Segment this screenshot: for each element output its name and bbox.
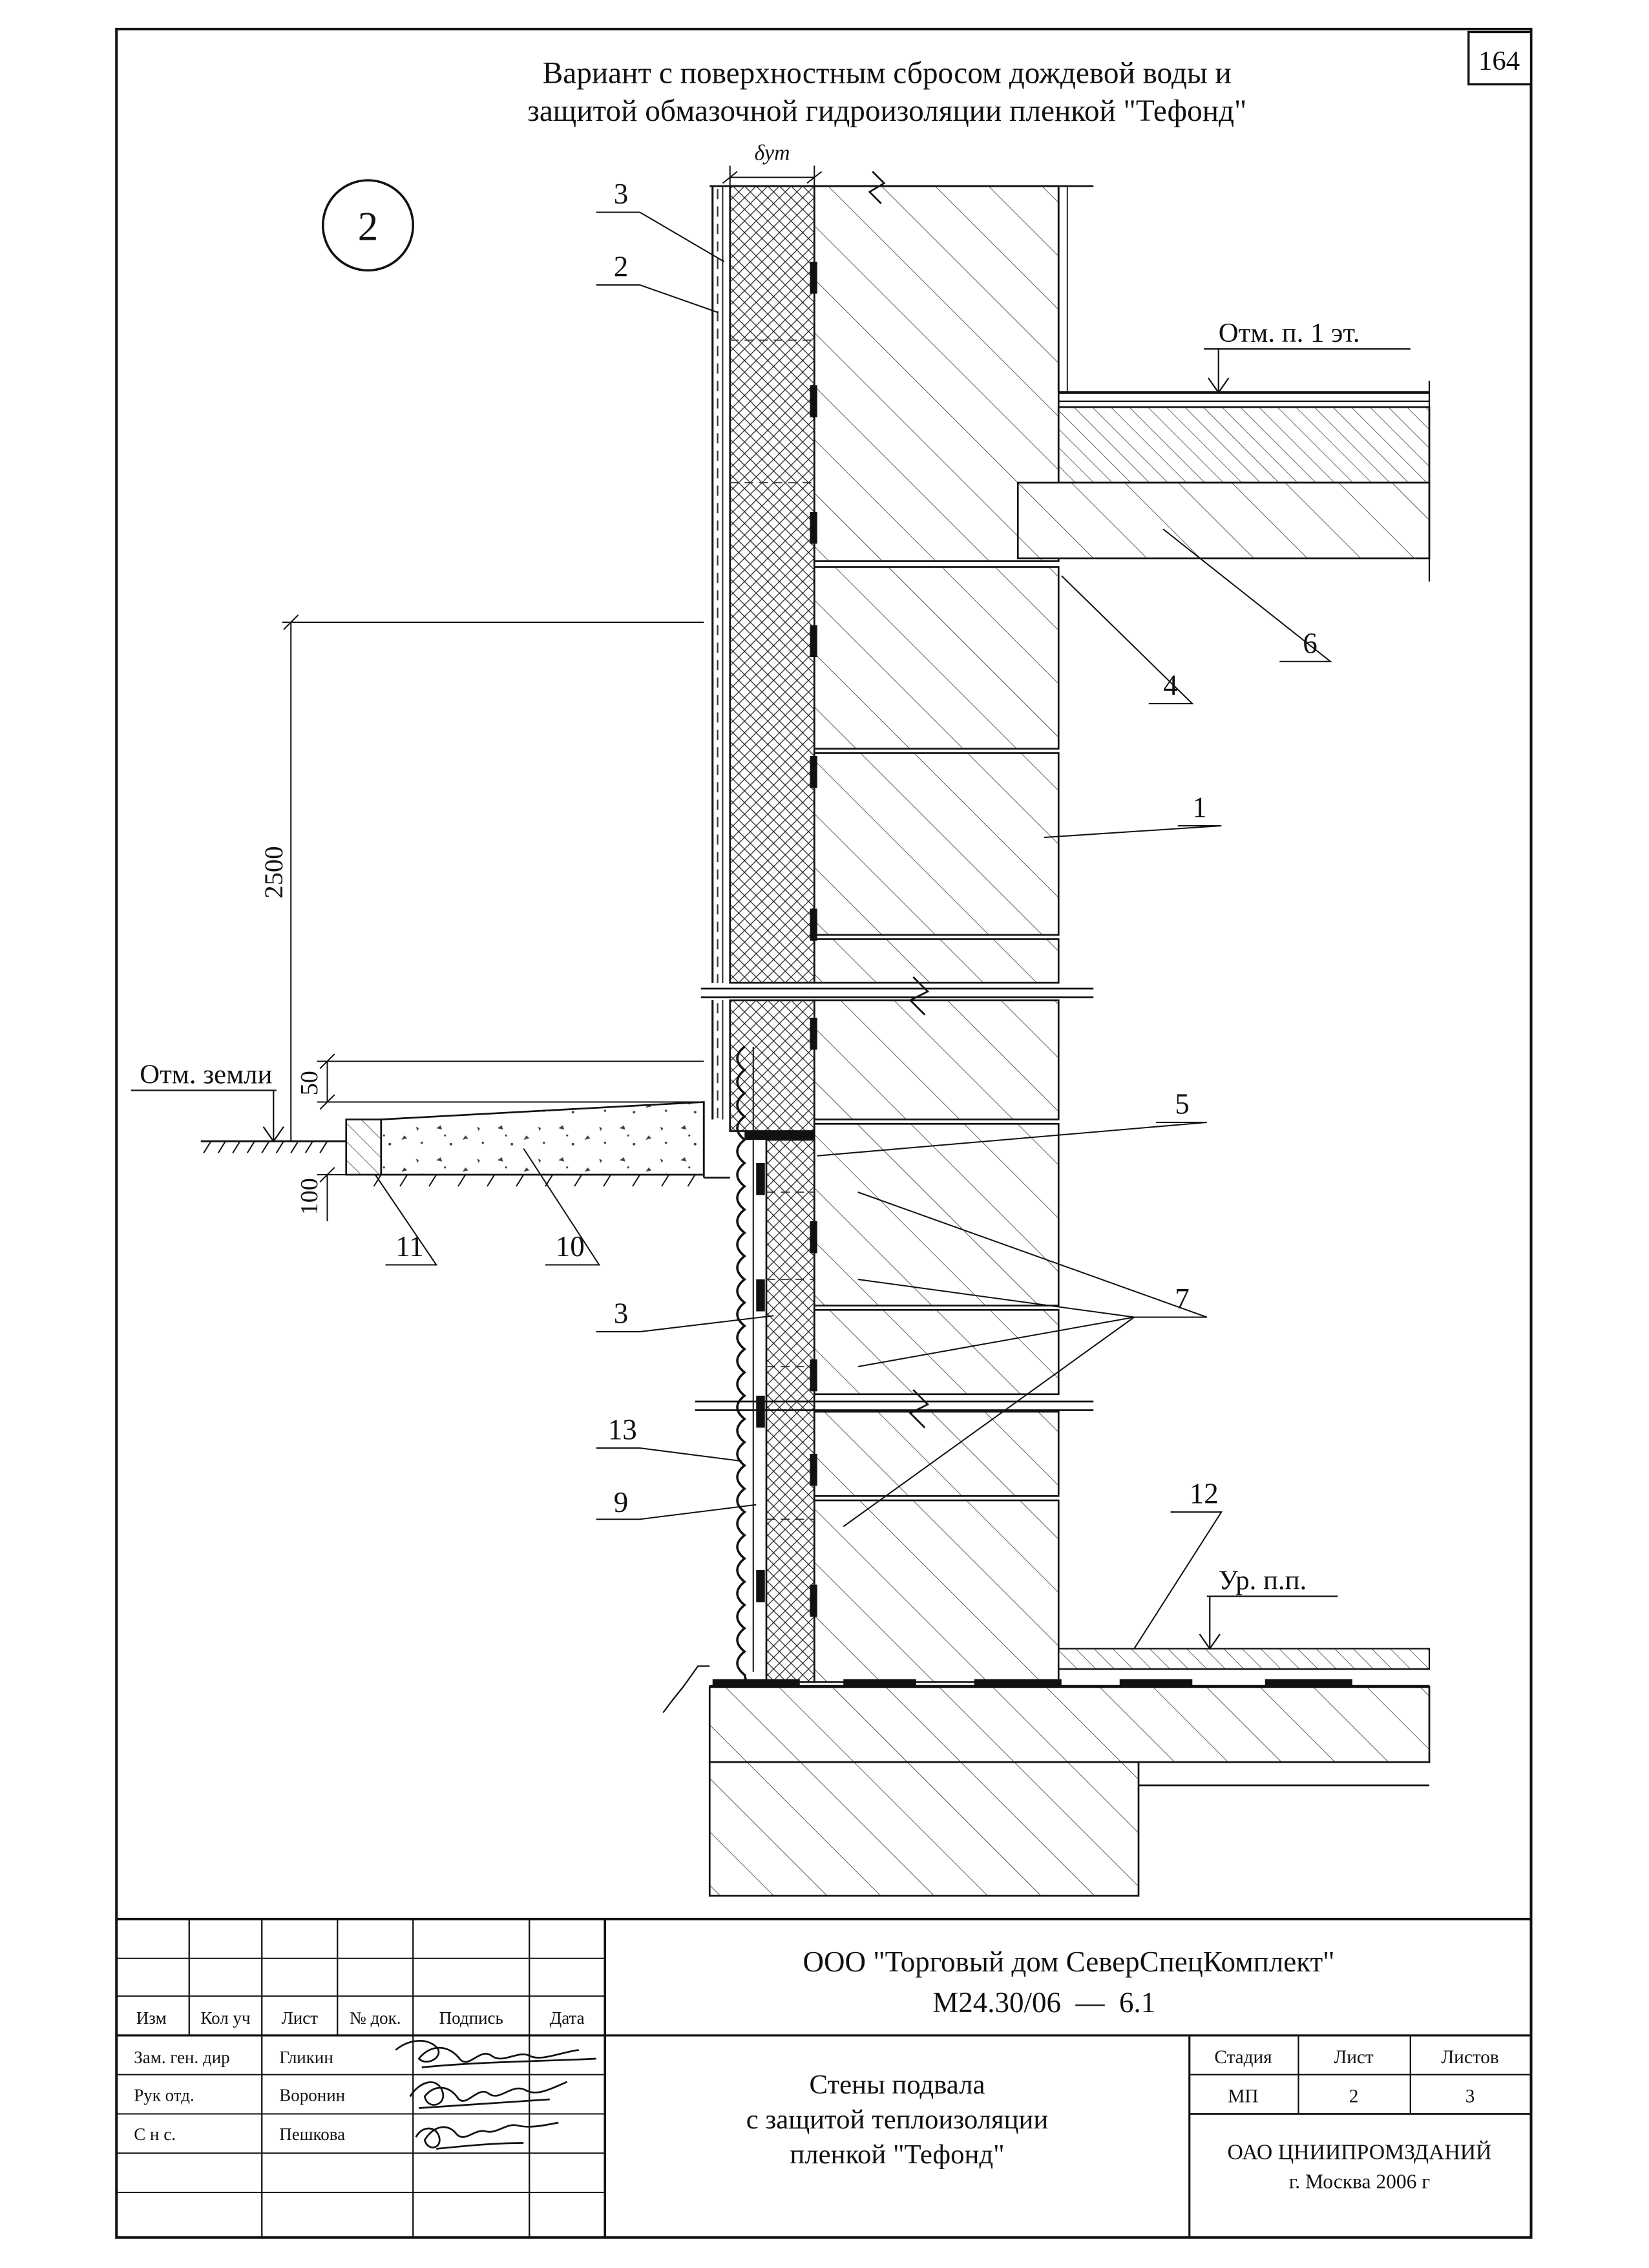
basement-floor-finish xyxy=(1058,1648,1431,1670)
detail-number: 2 xyxy=(358,204,379,249)
header-sign: Подпись xyxy=(439,2008,503,2028)
dimension-symbol: δут xyxy=(754,142,790,165)
floor-level-label: Отм. п. 1 эт. xyxy=(1219,318,1360,348)
title-block xyxy=(116,1917,1531,2238)
callout-12: 12 xyxy=(1190,1478,1219,1510)
callout-13: 13 xyxy=(608,1414,637,1446)
block-1 xyxy=(813,566,1060,750)
stage-header: Стадия xyxy=(1214,2047,1272,2068)
callout-leaders xyxy=(374,211,1332,1650)
header-date: Дата xyxy=(550,2008,585,2028)
title-block-text: ООО "Торговый дом СеверСпецКомплект" М24… xyxy=(134,1946,1498,2192)
name-3: Пешкова xyxy=(279,2125,345,2144)
wall-section xyxy=(662,171,1431,1897)
callout-10: 10 xyxy=(556,1230,585,1263)
callout-1: 1 xyxy=(1192,792,1207,824)
signatures xyxy=(395,2040,596,2150)
plaster-layer xyxy=(711,186,724,1120)
basement-floor-mark: Ур. п.п. xyxy=(1199,1565,1338,1650)
insulation-mid xyxy=(729,999,815,1132)
description-line2: с защитой теплоизоляции xyxy=(746,2105,1049,2135)
role-2: Рук отд. xyxy=(134,2085,194,2105)
sheets-header: Листов xyxy=(1441,2047,1498,2068)
name-1: Гликин xyxy=(279,2048,333,2067)
city-year: г. Москва 2006 г xyxy=(1289,2170,1430,2192)
base-waterproofing xyxy=(712,1679,1352,1686)
header-kol: Кол уч xyxy=(200,2008,250,2028)
insulation-upper xyxy=(729,185,815,984)
header-list: Лист xyxy=(281,2008,318,2028)
block-4 xyxy=(813,999,1060,1120)
floor-slab xyxy=(1057,406,1431,484)
callout-11: 11 xyxy=(395,1230,423,1263)
callout-numbers: 3 2 6 4 1 5 11 10 7 3 13 12 9 xyxy=(395,178,1318,1518)
foundation-footing xyxy=(708,1761,1140,1897)
block-8 xyxy=(813,1499,1060,1683)
dimension-50: 50 xyxy=(296,1071,323,1095)
callout-9: 9 xyxy=(614,1486,629,1518)
sheet-value: 2 xyxy=(1349,2086,1359,2107)
header-izm: Изм xyxy=(136,2008,167,2028)
sheet-header: Лист xyxy=(1334,2047,1373,2068)
role-3: С н с. xyxy=(134,2125,176,2144)
sheet-frame: 1 6 4 xyxy=(115,27,1533,2239)
floor-beam xyxy=(1016,481,1431,560)
ground-level-label: Отм. земли xyxy=(140,1059,272,1089)
sheet-number: 164 xyxy=(1478,46,1520,76)
description-line1: Стены подвала xyxy=(810,2070,985,2100)
waterproofing-strips xyxy=(744,262,817,1617)
block-5 xyxy=(813,1122,1060,1307)
sheets-value: 3 xyxy=(1465,2086,1475,2107)
organization: ОАО ЦНИИПРОМЗДАНИЙ xyxy=(1228,2140,1492,2164)
break-lines xyxy=(695,171,1094,1429)
blind-area xyxy=(200,1101,730,1187)
foundation-slab xyxy=(708,1685,1431,1763)
callout-6: 6 xyxy=(1303,627,1318,659)
dimension-100: 100 xyxy=(296,1178,323,1215)
name-2: Воронин xyxy=(279,2085,345,2105)
basement-floor-label: Ур. п.п. xyxy=(1219,1565,1307,1595)
curb-stone xyxy=(345,1118,383,1176)
detail-marker: 2 xyxy=(321,179,415,272)
dimension-2500: 2500 xyxy=(259,846,288,899)
callout-3-lower: 3 xyxy=(614,1297,629,1330)
dimensions xyxy=(282,165,823,1221)
ground-level-mark: Отм. земли xyxy=(131,1059,284,1143)
role-1: Зам. ген. дир xyxy=(134,2048,229,2067)
stage-value: МП xyxy=(1228,2086,1258,2107)
callout-7: 7 xyxy=(1175,1283,1190,1315)
drawing-title-line1: Вариант с поверхностным сбросом дождевой… xyxy=(543,56,1232,90)
concrete-blind-area xyxy=(380,1101,705,1176)
block-7 xyxy=(813,1411,1060,1497)
drawing-title-line2: защитой обмазочной гидроизоляции пленкой… xyxy=(527,94,1246,128)
tefond-membrane xyxy=(736,1045,815,1732)
callout-2: 2 xyxy=(614,251,629,283)
callout-4: 4 xyxy=(1163,669,1178,702)
description-line3: пленкой "Тефонд" xyxy=(790,2139,1004,2170)
callout-5: 5 xyxy=(1175,1088,1190,1120)
block-2 xyxy=(813,752,1060,936)
floor-level-mark: Отм. п. 1 эт. xyxy=(1204,318,1411,394)
callout-3-upper: 3 xyxy=(614,178,629,210)
header-doc: № док. xyxy=(350,2008,401,2028)
block-3 xyxy=(813,938,1060,984)
company-name: ООО "Торговый дом СеверСпецКомплект" xyxy=(803,1946,1335,1978)
drawing-code: М24.30/06 — 6.1 xyxy=(932,1986,1155,2019)
